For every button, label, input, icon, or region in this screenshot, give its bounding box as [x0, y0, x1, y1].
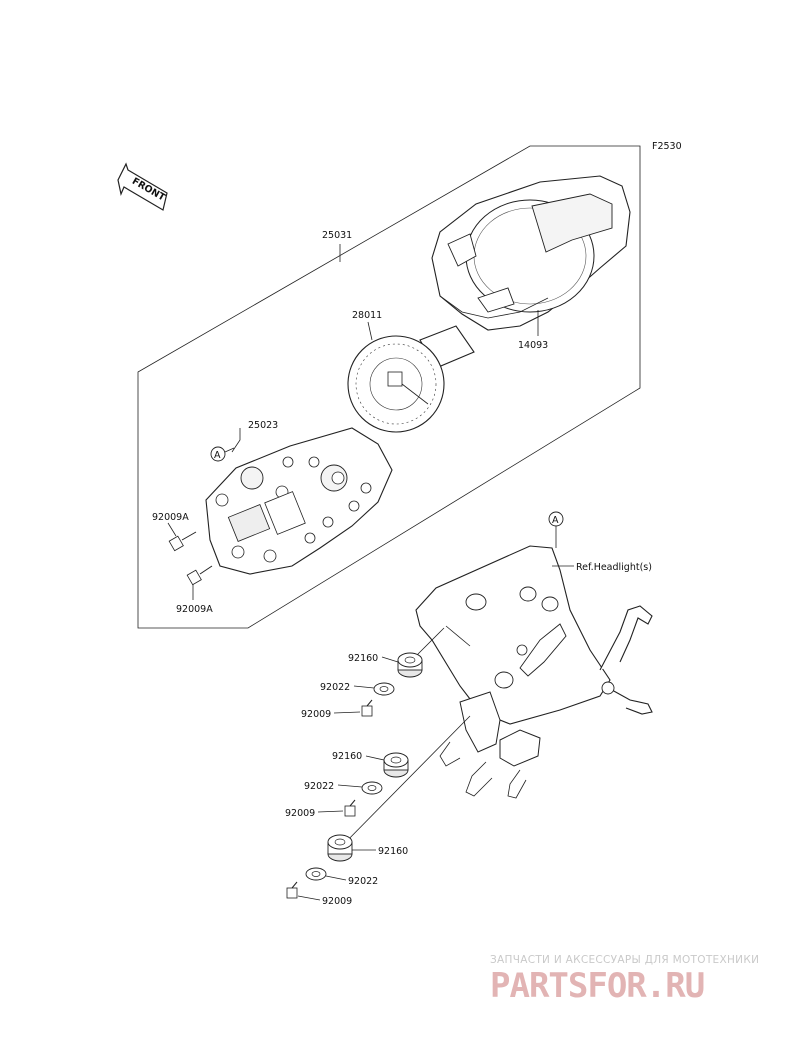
leader-92160-1: [381, 656, 399, 663]
screw-92009-3: [286, 881, 298, 899]
screw-92009a-upper: [168, 531, 197, 552]
leader-92160-2: [365, 755, 385, 761]
damper-92160-2: [383, 752, 409, 778]
label-92160-3: 92160: [378, 846, 408, 857]
leader-92022-3: [325, 875, 347, 881]
assembly-frame: [137, 145, 641, 629]
label-92022-3: 92022: [348, 876, 378, 887]
screw-92009-2: [344, 799, 356, 817]
leader-25023: [231, 428, 241, 453]
label-92009a-lower: 92009A: [176, 604, 213, 615]
leader-92022-1: [353, 685, 375, 689]
screw-92009-1: [361, 699, 373, 717]
label-14093: 14093: [518, 340, 548, 351]
washer-92022-1: [373, 682, 395, 696]
damper-92160-3: [327, 834, 353, 862]
ref-a-lower: A: [552, 515, 559, 526]
assembly-axis-link: [445, 625, 471, 647]
label-92009-3: 92009: [322, 896, 352, 907]
label-92160-2: 92160: [332, 751, 362, 762]
label-28011: 28011: [352, 310, 382, 321]
label-ref-headlight: Ref.Headlight(s): [576, 562, 652, 573]
watermark-tagline: ЗАПЧАСТИ И АКСЕССУАРЫ ДЛЯ МОТОТЕХНИКИ: [490, 954, 760, 966]
ref-a-upper-circle: [210, 446, 226, 462]
washer-92022-2: [361, 781, 383, 795]
meter-cover: [431, 175, 631, 331]
damper-92160-1: [397, 652, 423, 678]
meter-case: [205, 427, 393, 575]
watermark-logo: PARTSFOR.RU: [490, 966, 705, 1006]
leader-92009-3: [297, 895, 321, 901]
leader-92009-1: [333, 711, 361, 714]
label-92160-1: 92160: [348, 653, 378, 664]
leader-92009a-upper: [167, 522, 177, 537]
label-25023: 25023: [248, 420, 278, 431]
label-92022-1: 92022: [320, 682, 350, 693]
ref-a-upper: A: [214, 450, 221, 461]
label-92009-1: 92009: [301, 709, 331, 720]
leader-a-upper: [224, 447, 235, 453]
label-25031: 25031: [322, 230, 352, 241]
washer-92022-3: [305, 867, 327, 881]
headlight-bracket: [415, 545, 653, 799]
front-arrow-icon: FRONT: [117, 162, 168, 211]
figure-code: F2530: [652, 141, 682, 152]
leader-28011: [367, 321, 373, 341]
speedometer-panel: [347, 325, 475, 433]
leader-92009-2: [317, 810, 344, 813]
label-92022-2: 92022: [304, 781, 334, 792]
label-92009a-upper: 92009A: [152, 512, 189, 523]
screw-92009a-lower: [186, 565, 213, 586]
assembly-axis-lower: [335, 715, 471, 853]
label-92009-2: 92009: [285, 808, 315, 819]
leader-92022-2: [337, 784, 363, 788]
